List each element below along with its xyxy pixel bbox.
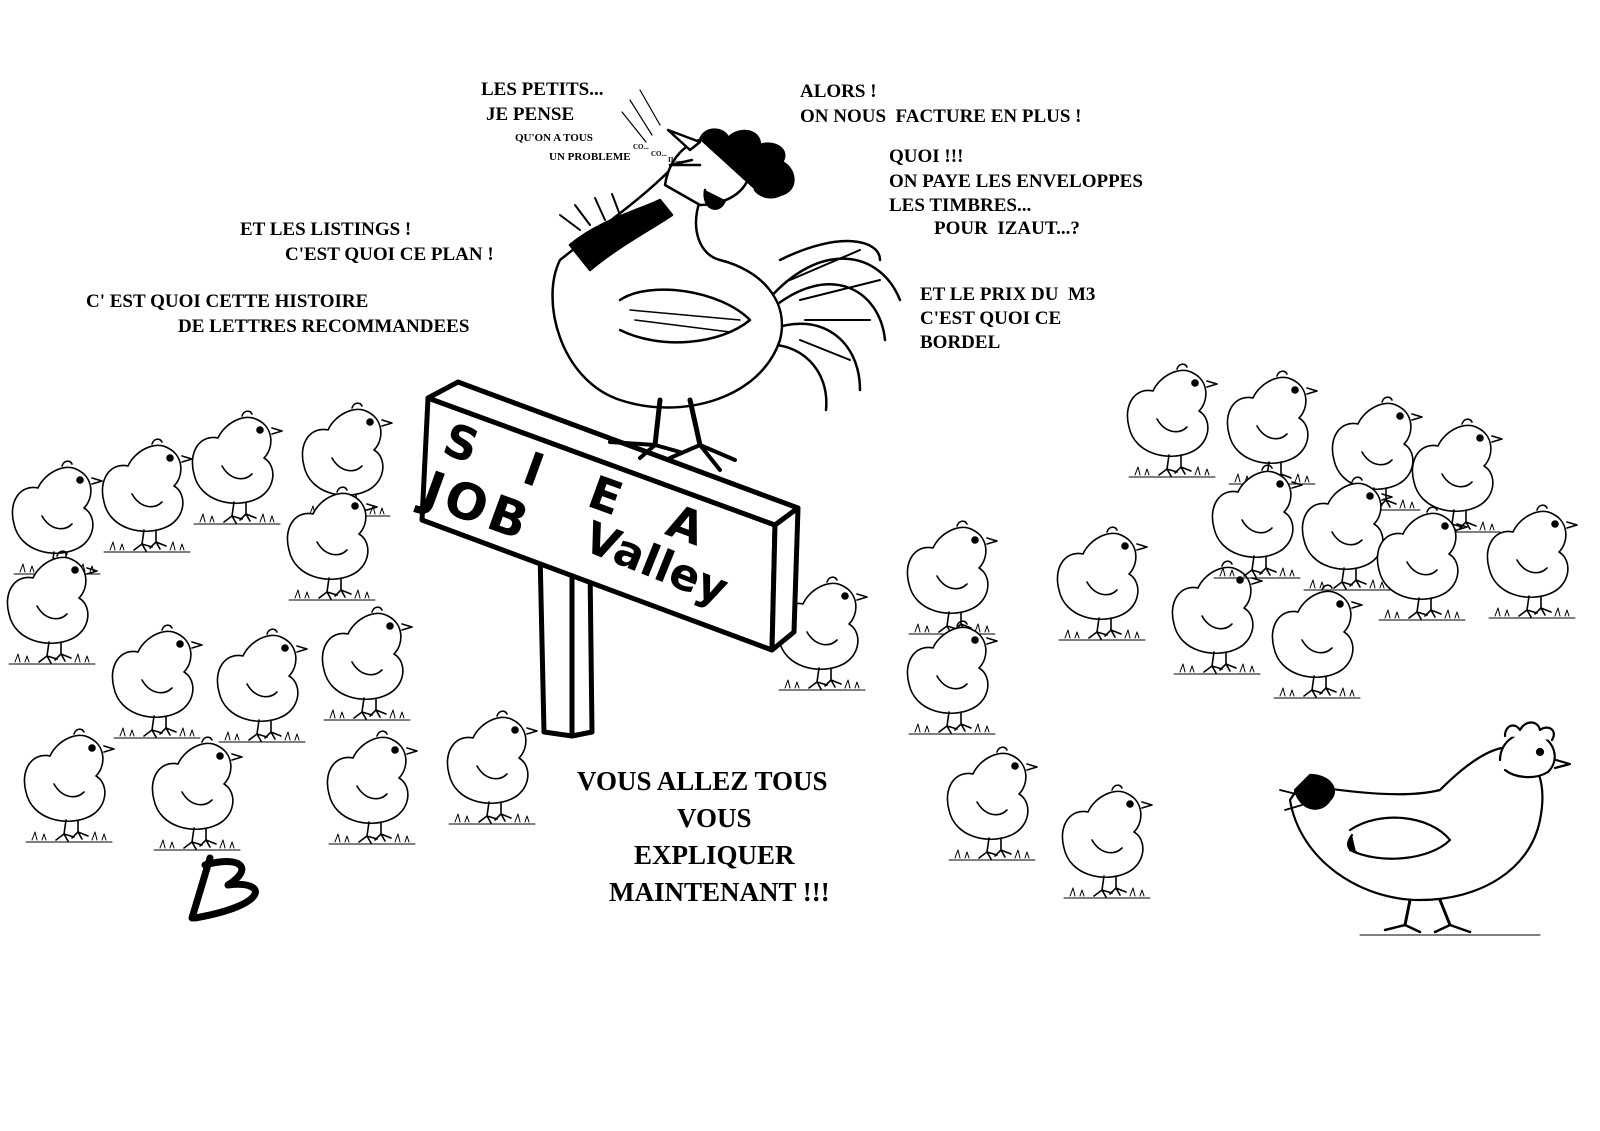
signature-icon <box>188 854 259 922</box>
rooster-sound-1: CO... <box>633 143 649 151</box>
speech-lettres-1: C' EST QUOI CETTE HISTOIRE <box>86 291 369 312</box>
speech-quoi-4: POUR IZAUT...? <box>934 218 1080 239</box>
speech-main-2: VOUS <box>677 803 752 833</box>
speech-main-4: MAINTENANT !!! <box>609 877 830 907</box>
speech-main-3: EXPLIQUER <box>634 840 795 870</box>
speech-les-petits-1: LES PETITS... <box>481 79 604 100</box>
speech-alors-1: ALORS ! <box>800 81 877 102</box>
speech-lettres-2: DE LETTRES RECOMMANDEES <box>178 316 470 337</box>
rooster-icon <box>551 89 902 472</box>
speech-les-petits-2: JE PENSE <box>486 104 575 125</box>
speech-quoi-2: ON PAYE LES ENVELOPPES <box>889 171 1143 192</box>
hen-icon <box>1279 721 1572 936</box>
speech-quoi-3: LES TIMBRES... <box>889 195 1032 216</box>
speech-prix-3: BORDEL <box>920 332 1001 353</box>
speech-listings-2: C'EST QUOI CE PLAN ! <box>285 244 494 265</box>
speech-prix-1: ET LE PRIX DU M3 <box>920 284 1096 305</box>
speech-les-petits-3: QU'ON A TOUS <box>515 132 593 144</box>
speech-main-1: VOUS ALLEZ TOUS <box>577 766 828 796</box>
speech-prix-2: C'EST QUOI CE <box>920 308 1062 329</box>
speech-listings-1: ET LES LISTINGS ! <box>240 219 412 240</box>
signpost-icon <box>419 379 801 739</box>
speech-alors-2: ON NOUS FACTURE EN PLUS ! <box>800 106 1082 127</box>
rooster-sound-3: II..... <box>668 156 683 164</box>
speech-les-petits-4: UN PROBLEME <box>549 151 631 163</box>
speech-quoi-1: QUOI !!! <box>889 146 964 167</box>
rooster-sound-2: CO... <box>651 150 667 158</box>
